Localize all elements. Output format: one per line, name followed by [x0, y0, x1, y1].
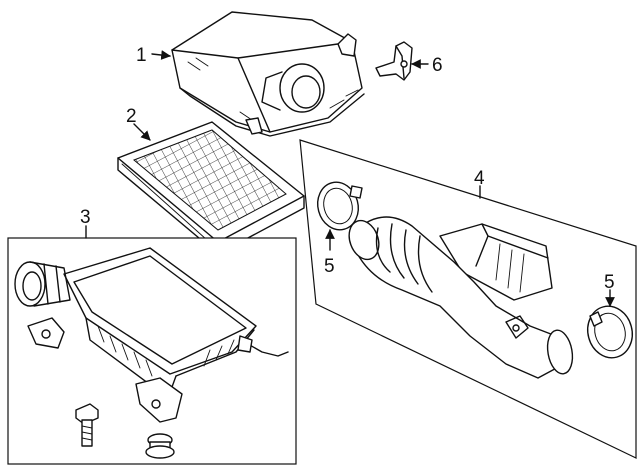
callout-5-left: 5: [324, 256, 335, 277]
hose-clamp-left: [317, 181, 363, 231]
air-cleaner-body-panel: [7, 237, 297, 465]
sensor-bracket: [375, 41, 413, 81]
leader-lines: [85, 50, 615, 307]
bolt: [75, 403, 99, 447]
filter-element: [117, 121, 305, 255]
callout-6: 6: [432, 55, 443, 76]
intake-hose-panel: [299, 139, 637, 459]
air-cleaner-cap: [171, 11, 365, 137]
callout-labels: 1 2 3 4 5 5 6: [80, 45, 615, 293]
hose-clamp-right: [587, 305, 633, 359]
callout-5-right: 5: [604, 272, 615, 293]
callout-4: 4: [474, 168, 485, 189]
callout-3: 3: [80, 207, 91, 228]
grommet: [145, 433, 175, 459]
callout-1: 1: [136, 45, 147, 66]
callout-2: 2: [126, 106, 137, 127]
